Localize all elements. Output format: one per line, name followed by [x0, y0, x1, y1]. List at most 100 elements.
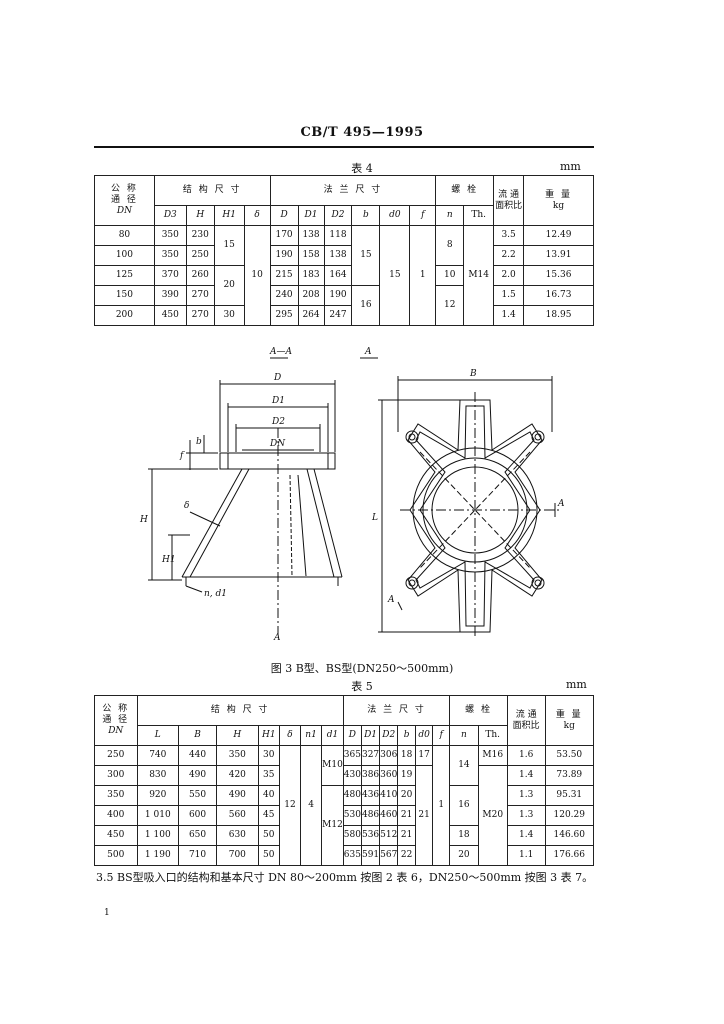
- t5-cell: 365: [342, 745, 362, 766]
- t5-cell: 360: [379, 765, 399, 786]
- t4-cell: 20: [213, 265, 245, 306]
- t4-sym: n: [435, 205, 465, 226]
- t5-cell: 18: [397, 745, 416, 766]
- t4-h-ratio: 流 通 面积比: [493, 175, 525, 226]
- t5-cell: 1 100: [136, 825, 180, 846]
- t4-sym: f: [409, 205, 437, 226]
- t4-cell: 350: [153, 245, 187, 266]
- t4-cell: 12: [435, 285, 465, 326]
- t4-cell: 30: [213, 305, 245, 326]
- t5-cell: 1.3: [506, 785, 546, 806]
- t5-h-flange: 法 兰 尺 寸: [342, 695, 451, 726]
- t5-cell: 21: [414, 765, 434, 866]
- t5-cell: 12: [278, 745, 302, 866]
- t4-h-flange: 法 兰 尺 寸: [269, 175, 437, 206]
- t4-cell: 80: [94, 225, 155, 246]
- t5-cell: 710: [178, 845, 218, 866]
- t4-cell: 450: [153, 305, 187, 326]
- t4-sym: b: [351, 205, 381, 226]
- table4-title: 表 4: [351, 162, 373, 175]
- t4-cell: 200: [94, 305, 155, 326]
- dim-b: b: [196, 437, 202, 447]
- t5-sym: H: [216, 725, 259, 746]
- t5-cell: 327: [360, 745, 381, 766]
- t5-cell: 146.60: [544, 825, 595, 846]
- table5-title: 表 5: [351, 680, 373, 693]
- t4-sym: d0: [379, 205, 411, 226]
- t5-cell: 18: [449, 825, 479, 846]
- t5-cell: M20: [477, 765, 508, 866]
- t5-cell: 920: [136, 785, 180, 806]
- t5-sym: B: [178, 725, 218, 746]
- t4-cell: 1.5: [493, 285, 525, 306]
- t5-h-struct: 结 构 尺 寸: [136, 695, 344, 726]
- dim-dn: DN: [269, 439, 286, 449]
- t5-cell: 630: [216, 825, 259, 846]
- t4-cell: 270: [185, 285, 215, 306]
- t4-cell: 13.91: [523, 245, 594, 266]
- t4-sym: H: [185, 205, 215, 226]
- t5-cell: 1.1: [506, 845, 546, 866]
- t4-cell: 190: [269, 245, 299, 266]
- t4-sym: D3: [153, 205, 187, 226]
- document-header: CB/T 495—1995: [300, 125, 424, 140]
- t5-sym: n1: [300, 725, 323, 746]
- t5-sym: n: [449, 725, 479, 746]
- t4-cell: 164: [323, 265, 353, 286]
- t5-cell: 50: [257, 825, 280, 846]
- t5-cell: 650: [178, 825, 218, 846]
- t4-cell: 190: [323, 285, 353, 306]
- t5-cell: 1.3: [506, 805, 546, 826]
- t4-cell: 16.73: [523, 285, 594, 306]
- t4-sym: H1: [213, 205, 245, 226]
- t4-cell: 2.0: [493, 265, 525, 286]
- dim-nd1: n, d1: [204, 589, 227, 599]
- t5-cell: 1 190: [136, 845, 180, 866]
- t4-cell: 125: [94, 265, 155, 286]
- t5-cell: 440: [178, 745, 218, 766]
- t5-cell: 50: [257, 845, 280, 866]
- t5-cell: 386: [360, 765, 381, 786]
- t5-cell: M16: [477, 745, 508, 766]
- t5-sym: d0: [414, 725, 434, 746]
- t4-cell: 370: [153, 265, 187, 286]
- t5-cell: 16: [449, 785, 479, 826]
- t4-cell: 15: [213, 225, 245, 266]
- t5-cell: 95.31: [544, 785, 595, 806]
- t4-cell: 270: [185, 305, 215, 326]
- section-mark: A: [273, 633, 281, 643]
- t5-cell: 14: [449, 745, 479, 786]
- t5-cell: 350: [94, 785, 138, 806]
- t5-cell: 1.4: [506, 765, 546, 786]
- t5-h-bolt: 螺 栓: [449, 695, 508, 726]
- t5-cell: 591: [360, 845, 381, 866]
- t5-cell: 536: [360, 825, 381, 846]
- page-mark: 1: [104, 908, 110, 918]
- t5-cell: 740: [136, 745, 180, 766]
- t5-cell: 530: [342, 805, 362, 826]
- t5-sym: D2: [379, 725, 399, 746]
- t5-cell: 20: [397, 785, 416, 806]
- t4-cell: 260: [185, 265, 215, 286]
- t5-cell: 567: [379, 845, 399, 866]
- dim-d2: D2: [271, 417, 285, 427]
- dim-b-plan: B: [469, 369, 477, 379]
- t4-sym: D1: [297, 205, 325, 226]
- t4-cell: 18.95: [523, 305, 594, 326]
- t5-cell: M10: [321, 745, 344, 786]
- t5-cell: 490: [178, 765, 218, 786]
- dim-l-plan: L: [371, 513, 378, 523]
- t5-cell: 300: [94, 765, 138, 786]
- t5-cell: 21: [397, 805, 416, 826]
- t4-cell: 16: [351, 285, 381, 326]
- dim-h1: H1: [161, 555, 176, 565]
- t5-cell: 22: [397, 845, 416, 866]
- t5-h-ratio: 流 通 面积比: [506, 695, 546, 746]
- dim-d1: D1: [271, 396, 285, 406]
- t4-cell: 10: [243, 225, 271, 326]
- t5-cell: 635: [342, 845, 362, 866]
- t4-cell: 158: [297, 245, 325, 266]
- t4-cell: 10: [435, 265, 465, 286]
